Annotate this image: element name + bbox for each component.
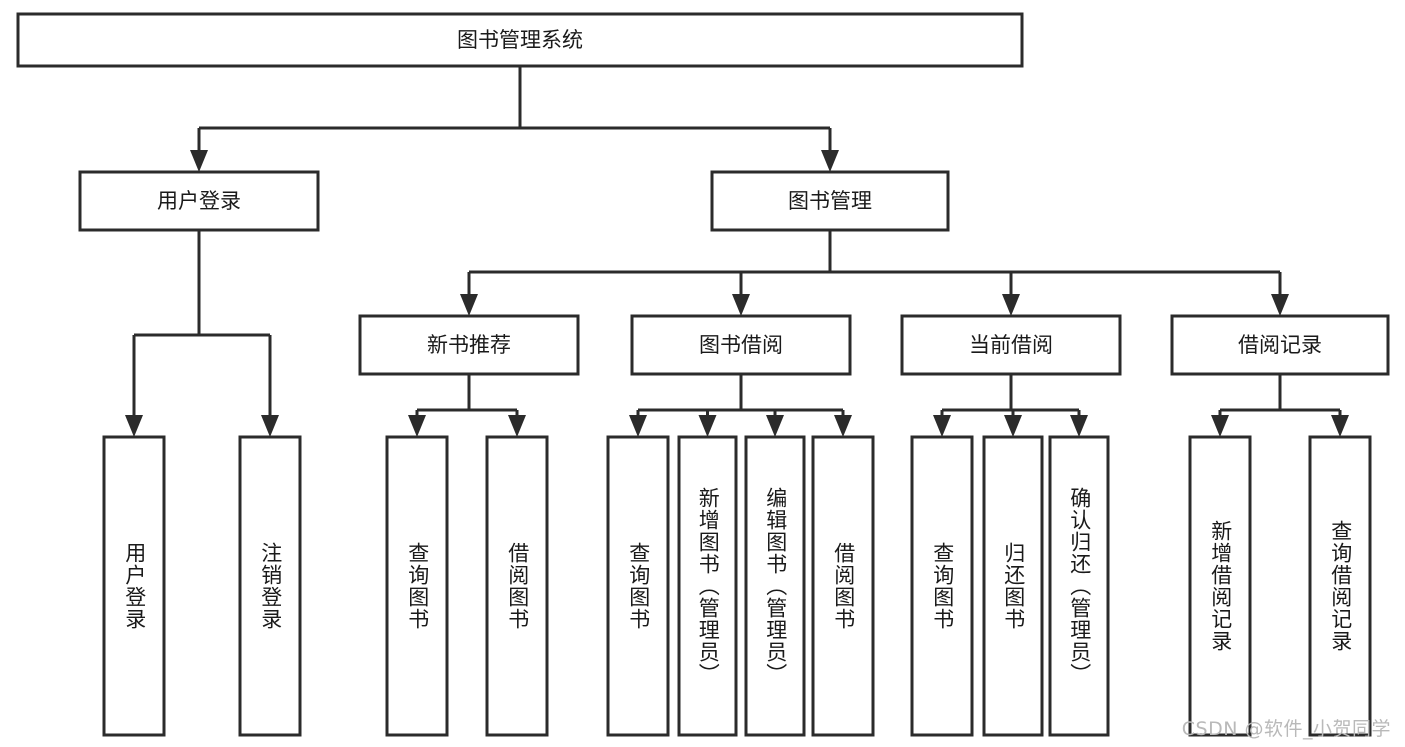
leaf-node-box-11 [1188,435,1252,737]
leaf-node-box-4 [606,435,670,737]
arrow-head-icon [1331,415,1349,437]
leaf-node-box-6 [744,435,806,737]
leaf-node-box-8 [910,435,974,737]
level1-node-label-1: 图书管理 [788,189,872,213]
connector-layer [125,66,1349,437]
root-node-label: 图书管理系统 [457,28,583,52]
arrow-head-icon [1070,415,1088,437]
arrow-head-icon [766,415,784,437]
level1-node-label-0: 用户登录 [157,189,241,213]
box-layer [16,12,1390,737]
level2-node-box-2 [900,314,1122,376]
leaf-node-box-2 [385,435,449,737]
arrow-head-icon [698,415,717,437]
arrow-head-icon [1002,294,1020,316]
leaf-node-box-5 [677,435,738,737]
level2-node-label-2: 当前借阅 [969,333,1053,357]
level2-node-label-3: 借阅记录 [1238,333,1322,357]
leaf-node-box-9 [982,435,1044,737]
arrow-head-icon [629,415,647,437]
arrow-head-icon [834,415,852,437]
root-node-box [16,12,1024,68]
level2-node-label-0: 新书推荐 [427,333,511,357]
arrow-head-icon [190,150,208,172]
leaf-node-box-3 [485,435,549,737]
csdn-watermark: CSDN @软件_小贺同学 [1181,718,1391,740]
arrow-head-icon [125,415,143,437]
level1-node-box-1 [710,170,950,232]
arrow-head-icon [1271,294,1289,316]
arrow-head-icon [821,150,839,172]
arrow-head-icon [933,415,951,437]
level2-node-label-1: 图书借阅 [699,333,783,357]
arrow-head-icon [508,415,526,437]
level2-node-box-1 [630,314,852,376]
level1-node-box-0 [78,170,320,232]
level2-node-box-3 [1170,314,1390,376]
leaf-node-box-12 [1308,435,1372,737]
arrow-head-icon [1004,415,1022,437]
leaf-node-box-0 [102,435,166,737]
arrow-head-icon [732,294,750,316]
leaf-node-box-10 [1048,435,1110,737]
arrow-head-icon [261,415,279,437]
arrow-head-icon [460,294,478,316]
leaf-node-box-1 [238,435,302,737]
leaf-node-box-7 [811,435,875,737]
level2-node-box-0 [358,314,580,376]
arrow-head-icon [408,415,426,437]
arrow-head-icon [1211,415,1229,437]
